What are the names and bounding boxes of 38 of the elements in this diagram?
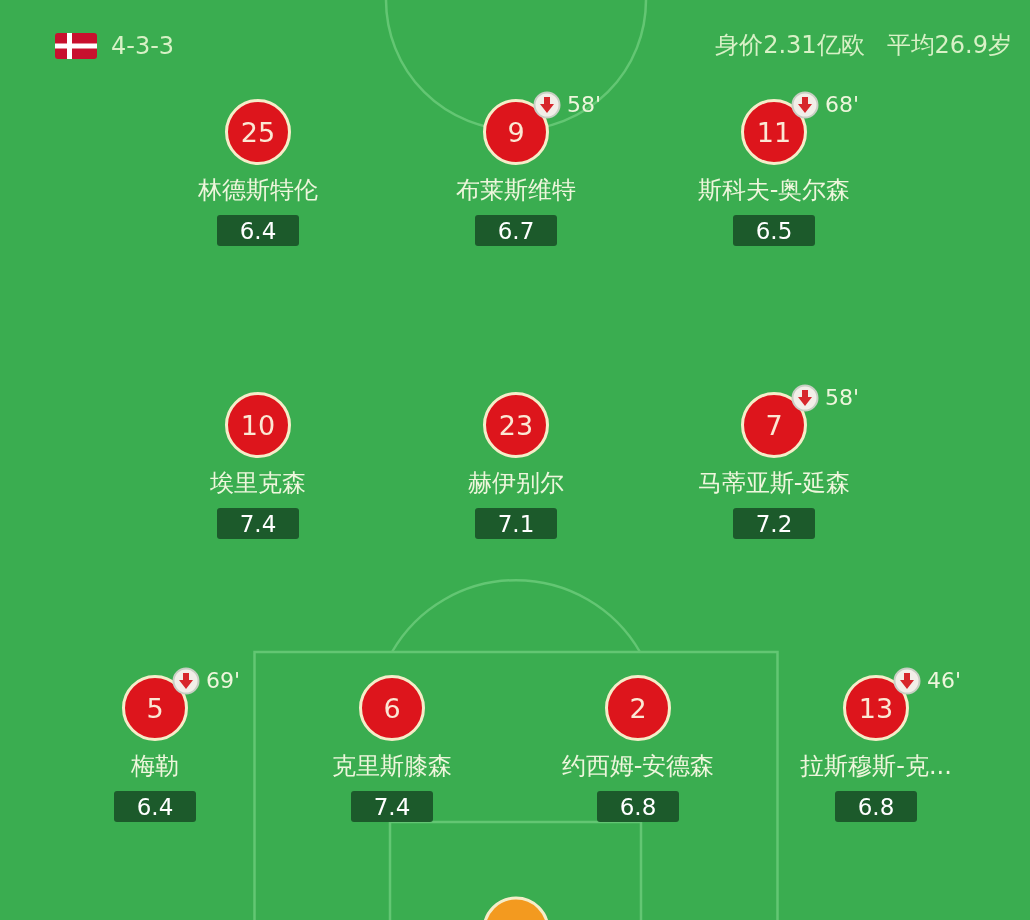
player-number-circle: 10 xyxy=(225,392,291,458)
player-name: 斯科夫-奥尔森 xyxy=(697,176,851,205)
rating-tag: 7.2 xyxy=(733,508,815,539)
formation-text: 4-3-3 xyxy=(111,31,175,61)
player-name: 约西姆-安德森 xyxy=(561,752,715,781)
player-number-circle: 25 xyxy=(225,99,291,165)
player-number-circle: 13 xyxy=(843,675,909,741)
rating-tag: 7.1 xyxy=(475,508,557,539)
substitution-minute: 69' xyxy=(206,668,241,694)
player-name: 林德斯特伦 xyxy=(198,176,318,205)
team-stat-text: 平均26.9岁 xyxy=(886,30,1012,60)
rating-tag: 6.4 xyxy=(217,215,299,246)
rating-tag: 6.8 xyxy=(835,791,917,822)
player-number-circle: 7 xyxy=(741,392,807,458)
player-name: 布莱斯维特 xyxy=(456,176,576,205)
team-stat-text: 身价2.31亿欧 xyxy=(715,30,865,60)
rating-tag: 6.5 xyxy=(733,215,815,246)
rating-tag: 7.4 xyxy=(217,508,299,539)
player-name: 赫伊别尔 xyxy=(468,469,564,498)
player-number-circle: 9 xyxy=(483,99,549,165)
player-number-circle: 5 xyxy=(122,675,188,741)
substitution-minute: 58' xyxy=(567,92,602,118)
rating-tag: 6.7 xyxy=(475,215,557,246)
player-name: 埃里克森 xyxy=(210,469,306,498)
rating-tag: 6.8 xyxy=(597,791,679,822)
rating-tag: 7.4 xyxy=(351,791,433,822)
substitution-minute: 58' xyxy=(825,385,860,411)
substitution-minute: 46' xyxy=(927,668,962,694)
player-number-circle: 2 xyxy=(605,675,671,741)
player-number-circle: 11 xyxy=(741,99,807,165)
player-number-circle: 23 xyxy=(483,392,549,458)
substitution-minute: 68' xyxy=(825,92,860,118)
player-name: 拉斯穆斯-克... xyxy=(800,752,952,781)
player-name: 梅勒 xyxy=(131,752,179,781)
player-name: 马蒂亚斯-延森 xyxy=(697,469,851,498)
rating-tag: 6.4 xyxy=(114,791,196,822)
player-name: 克里斯膝森 xyxy=(332,752,452,781)
player-number-circle: 6 xyxy=(359,675,425,741)
